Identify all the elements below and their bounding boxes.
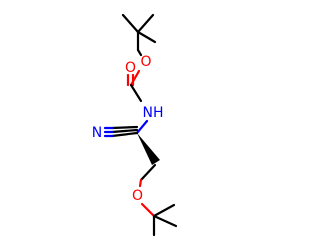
ether-oxygen-label: O	[132, 188, 143, 204]
ester-oxygen-label: O	[140, 54, 151, 70]
carbonyl-oxygen-label: O	[125, 60, 136, 76]
bond	[121, 13, 140, 34]
triple-bond	[110, 131, 139, 138]
bond	[152, 203, 176, 218]
lower-tert-butyl	[152, 203, 178, 237]
wedge-bond	[137, 133, 160, 165]
upper-tert-butyl	[121, 13, 157, 52]
nitrile-n-label: N	[92, 125, 102, 141]
molecule-structure: O O NH N O	[92, 13, 178, 237]
bond	[136, 13, 155, 34]
bond	[139, 163, 157, 182]
nh-label: NH	[143, 105, 164, 121]
bond	[140, 202, 156, 218]
triple-bond	[110, 125, 139, 130]
bond	[138, 178, 143, 188]
bond	[129, 83, 143, 103]
bond	[135, 119, 149, 135]
triple-bond	[110, 128, 139, 134]
bond	[152, 214, 178, 228]
bond	[136, 48, 143, 57]
bond	[136, 30, 157, 44]
